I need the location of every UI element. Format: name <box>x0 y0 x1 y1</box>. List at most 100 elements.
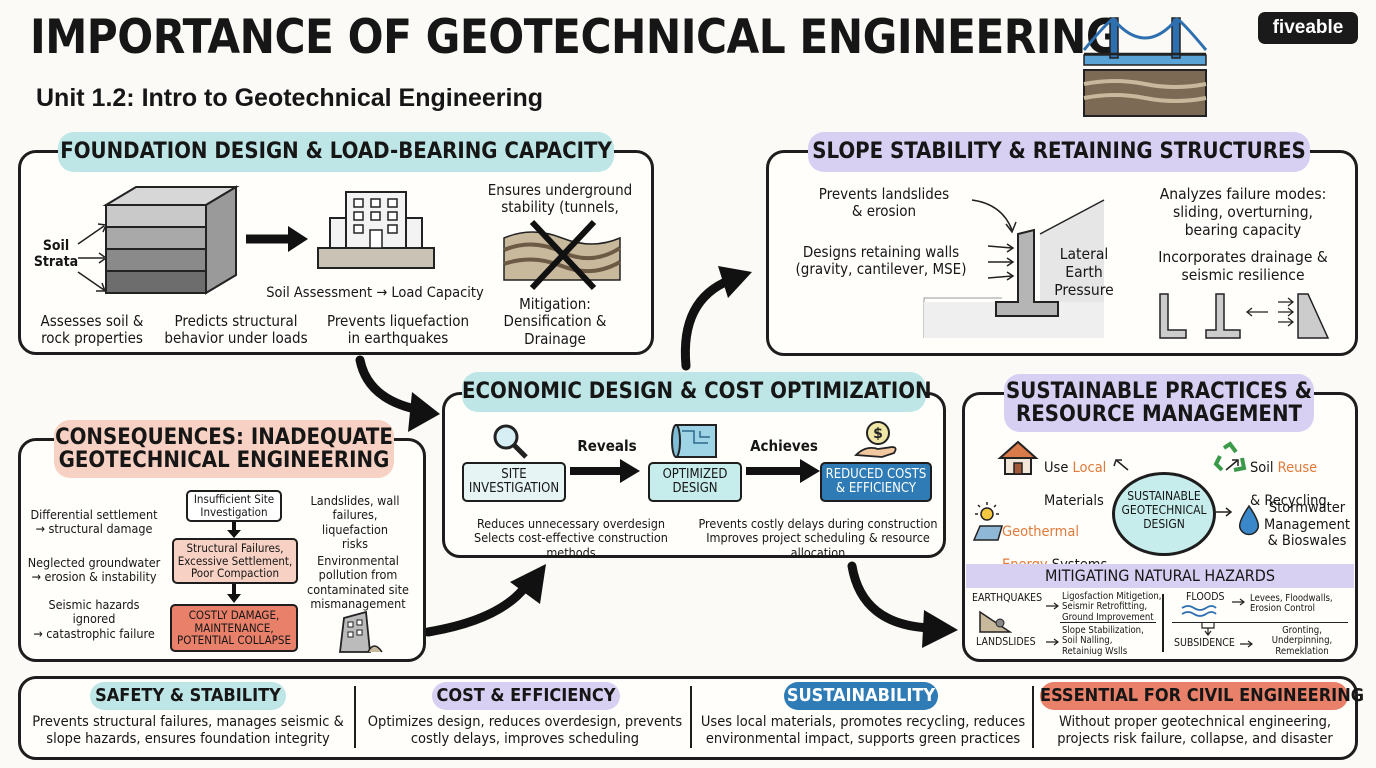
soil-strata-label: Soil Strata <box>33 238 79 271</box>
footer-safety-label: SAFETY & STABILITY <box>90 682 286 710</box>
predicts-label: Predicts structural behavior under loads <box>164 312 308 348</box>
reuse-text: Reuse <box>1277 459 1318 476</box>
reduces-overdesign-label: Reduces unnecessary overdesign Selects c… <box>474 516 668 560</box>
seismic-label: Seismic hazards ignored → catastrophic f… <box>33 597 155 641</box>
hazard-arrow-1 <box>1046 602 1059 610</box>
footer-safety-text: Prevents structural failures, manages se… <box>32 714 344 747</box>
waves-icon <box>1181 605 1217 617</box>
bridge-icon <box>1082 17 1208 117</box>
stormwater-label: Stormwater Management & Bioswales <box>1264 500 1350 550</box>
insufficient-box: Insufficient Site Investigation <box>186 490 282 522</box>
failure-modes-label: Analyzes failure modes: sliding, overtur… <box>1159 185 1327 239</box>
local-text: Local <box>1072 459 1107 476</box>
reveals-arrow <box>570 459 640 483</box>
soil-strata-arrows <box>77 223 108 292</box>
earthquakes-label: EARTHQUAKES <box>972 592 1043 604</box>
sun-panel-icon <box>972 502 1003 541</box>
liquefaction-label: Prevents liquefaction in earthquakes <box>326 312 470 348</box>
page-subtitle: Unit 1.2: Intro to Geotechnical Engineer… <box>36 84 543 112</box>
economic-heading: ECONOMIC DESIGN & COST OPTIMIZATION <box>462 372 932 412</box>
landslides-label: Prevents landslides & erosion <box>818 185 950 221</box>
brand-logo: fiveable <box>1258 12 1358 44</box>
footer-divider-2 <box>690 686 692 748</box>
down-arrow-1 <box>227 522 241 538</box>
tunnel-failure-icon <box>503 219 622 291</box>
collapsed-building-icon <box>338 610 383 653</box>
down-arrow-2 <box>227 584 241 603</box>
landslide-rock-icon <box>979 610 1013 633</box>
sustainable-center-label: SUSTAINABLE GEOTECHNICAL DESIGN <box>1121 489 1207 531</box>
optimized-design-box: OPTIMIZED DESIGN <box>648 462 742 502</box>
materials-text: Materials <box>1044 493 1104 510</box>
footer-essential-text: Without proper geotechnical engineering,… <box>1057 714 1333 747</box>
magnifier-icon <box>493 424 528 459</box>
landslides-hazard-text: Slope Stabilization, Soil Nalling, Retai… <box>1062 625 1144 657</box>
recycle-icon <box>1213 441 1247 472</box>
footer-cost-label: COST & EFFICIENCY <box>432 682 620 710</box>
earthquakes-text: Ligosfaction Mitigetion, Seismir Retrofi… <box>1062 591 1162 623</box>
subsidence-text: Gronting, Underpinning, Remeklation <box>1271 625 1333 657</box>
achieves-arrow <box>746 459 820 483</box>
reduced-costs-box: REDUCED COSTS & EFFICIENCY <box>820 462 932 502</box>
assesses-label: Assesses soil & rock properties <box>40 312 144 348</box>
retaining-walls-label: Designs retaining walls (gravity, cantil… <box>795 243 967 279</box>
hazards-heading: MITIGATING NATURAL HAZARDS <box>1044 566 1276 585</box>
subsidence-arrow-icon <box>1201 622 1215 636</box>
hazards-hline <box>1060 622 1156 623</box>
center-arrows <box>1113 459 1239 517</box>
landslides-hazard-label: LANDSLIDES <box>976 636 1036 648</box>
footer-cost-text: Optimizes design, reduces overdesign, pr… <box>367 714 683 747</box>
prevents-delays-label: Prevents costly delays during constructi… <box>698 516 938 560</box>
lateral-pressure-label: Lateral Earth Pressure <box>1054 245 1114 299</box>
floods-text: Levees, Floodwalls, Erosion Control <box>1250 593 1333 615</box>
failures-box: Structural Failures, Excessive Settlemen… <box>172 538 298 584</box>
hazards-divider <box>1162 594 1164 652</box>
house-icon <box>997 440 1039 475</box>
svg-text:$: $ <box>873 426 883 442</box>
water-drop-icon <box>1238 504 1260 536</box>
foundation-heading: FOUNDATION DESIGN & LOAD-BEARING CAPACIT… <box>58 132 614 172</box>
landslides-risks-label: Landslides, wall failures, liquefaction … <box>310 493 400 552</box>
achieves-label: Achieves <box>750 437 818 455</box>
soil-strata-icon <box>102 185 240 295</box>
wall-types-icon <box>1159 293 1330 339</box>
drainage-label: Incorporates drainage & seismic resilien… <box>1158 248 1328 284</box>
footer-sustainability-label: SUSTAINABILITY <box>784 682 938 710</box>
soil-text: Soil <box>1250 459 1278 476</box>
blueprint-icon <box>671 424 717 458</box>
use-text: Use <box>1044 459 1073 476</box>
hazard-arrow-4 <box>1240 640 1253 648</box>
sustainable-center-circle <box>1112 472 1216 556</box>
site-investigation-box: SITE INVESTIGATION <box>462 462 566 502</box>
differential-label: Differential settlement → structural dam… <box>30 507 158 537</box>
soil-reuse-label: Soil Reuse & Recycling <box>1250 443 1350 510</box>
hazard-arrow-3 <box>1232 598 1245 606</box>
building-icon <box>317 191 435 269</box>
recycling-text: & Recycling <box>1250 493 1327 510</box>
costly-damage-box: COSTLY DAMAGE, MAINTENANCE, POTENTIAL CO… <box>170 604 298 652</box>
mitigation-label: Mitigation: Densification & Drainage <box>503 295 607 348</box>
footer-divider-1 <box>354 686 356 748</box>
slope-heading: SLOPE STABILITY & RETAINING STRUCTURES <box>808 132 1310 172</box>
local-materials-label: Use Local Materials <box>1044 443 1144 510</box>
hazards-hline-2 <box>1172 622 1348 623</box>
footer-essential-label: ESSENTIAL FOR CIVIL ENGINEERING <box>1040 682 1364 710</box>
hazards-heading-bar <box>966 564 1354 588</box>
pollution-label: Environmental pollution from contaminate… <box>307 553 409 612</box>
footer-sustainability-text: Uses local materials, promotes recycling… <box>700 714 1026 747</box>
load-arrow-icon <box>246 226 308 252</box>
groundwater-label: Neglected groundwater → erosion & instab… <box>27 555 161 585</box>
brand-logo-text: fiveable <box>1272 17 1344 38</box>
page-title: IMPORTANCE OF GEOTECHNICAL ENGINEERING <box>30 10 1121 65</box>
floods-label: FLOODS <box>1186 591 1225 603</box>
sustainable-heading: SUSTAINABLE PRACTICES & RESOURCE MANAGEM… <box>1004 374 1314 432</box>
retaining-wall-diagram <box>923 199 1105 338</box>
underground-label: Ensures underground stability (tunnels, <box>487 181 633 217</box>
consequences-heading: CONSEQUENCES: INADEQUATE GEOTECHNICAL EN… <box>54 420 394 478</box>
soil-assessment-label: Soil Assessment → Load Capacity <box>266 285 484 301</box>
money-hand-icon: $ <box>853 421 897 458</box>
hazard-arrow-2 <box>1046 638 1059 646</box>
subsidence-label: SUBSIDENCE <box>1174 637 1235 649</box>
footer-divider-3 <box>1032 686 1034 748</box>
reveals-label: Reveals <box>577 437 637 455</box>
